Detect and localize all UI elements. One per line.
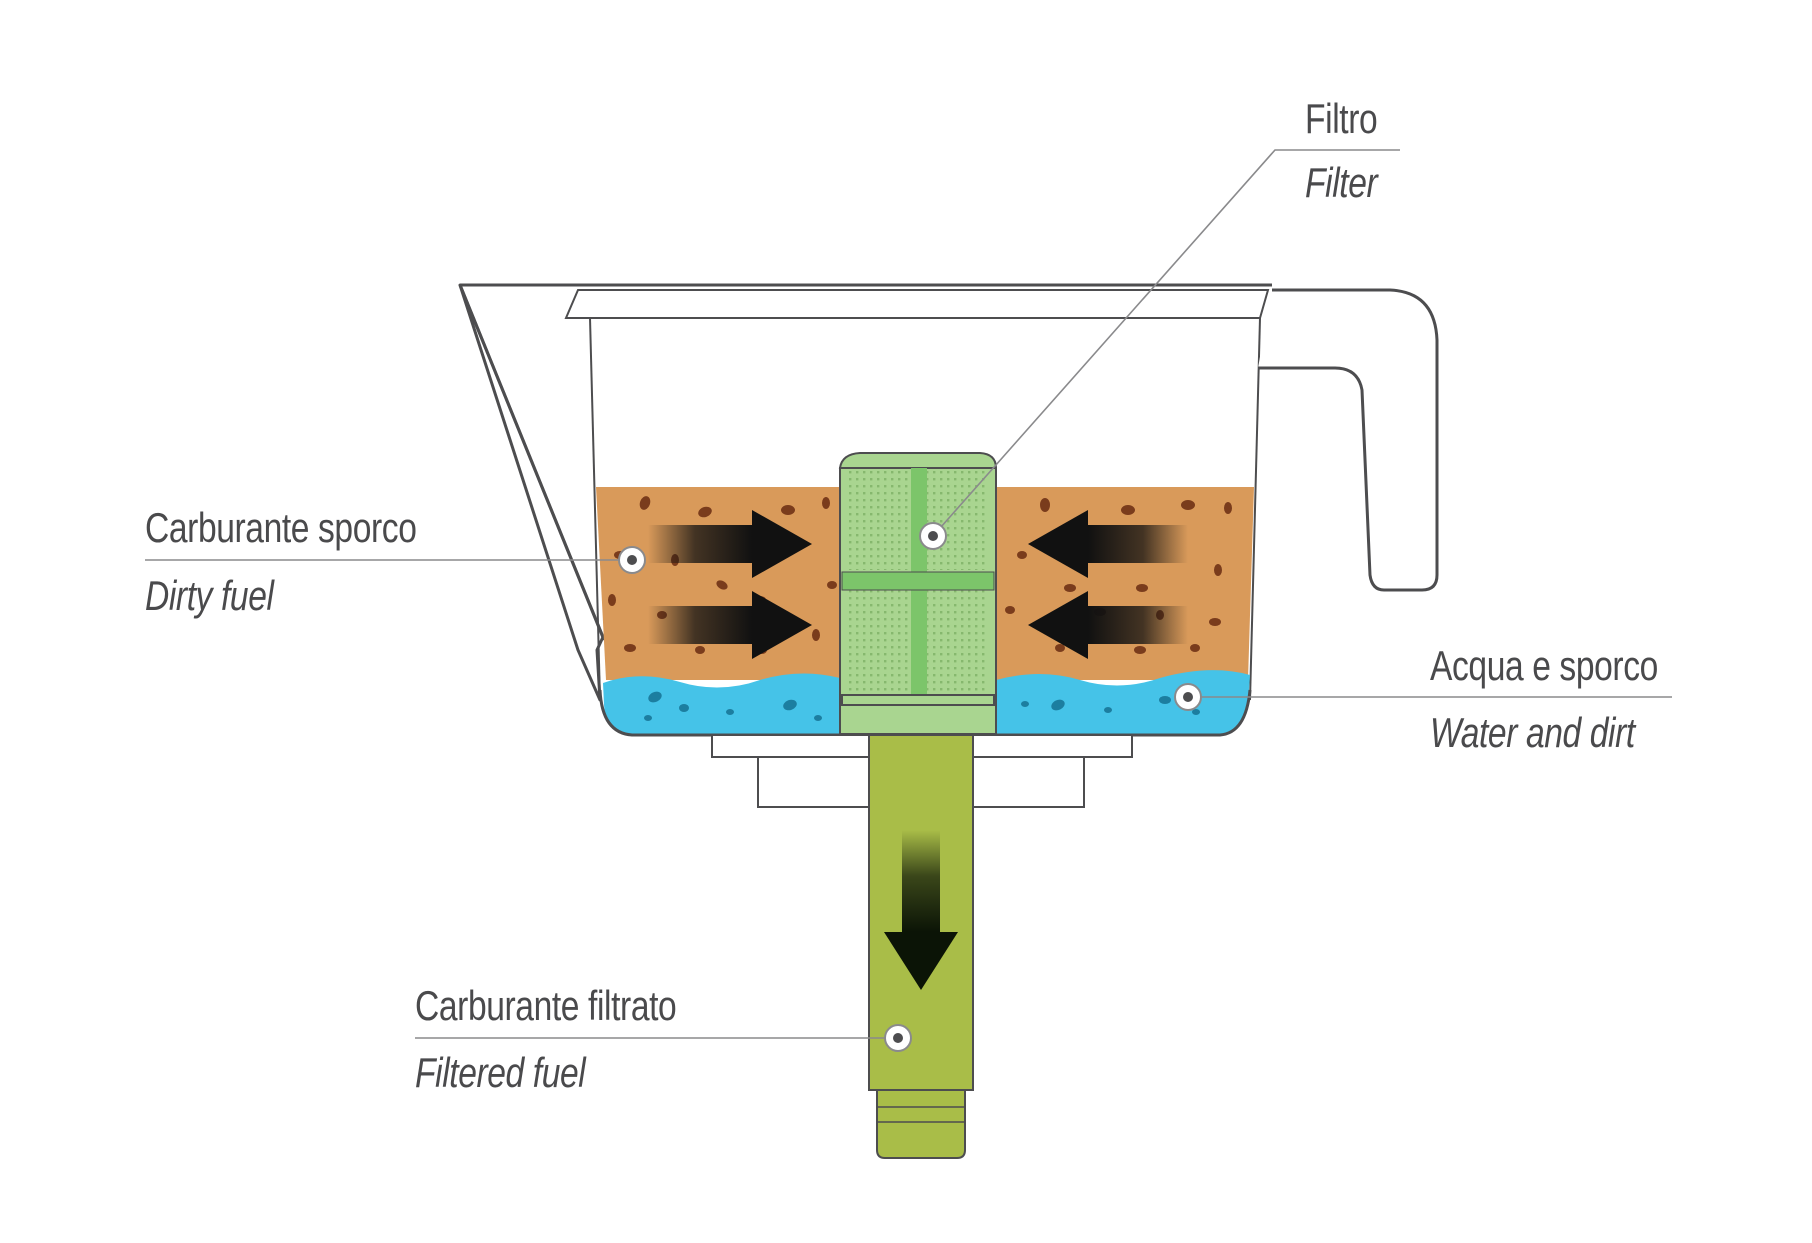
label-filter-english: Filter (1305, 159, 1378, 206)
basin-left-wall (589, 317, 601, 701)
leader-filter (932, 149, 1400, 537)
filter-cap (838, 452, 998, 469)
dot-icon (627, 555, 637, 565)
dirty-fuel-right (996, 487, 1254, 680)
funnel-outer-edge (458, 284, 606, 641)
flow-arrows (648, 510, 1188, 990)
funnel-spout-wall (458, 283, 605, 702)
dot-icon (893, 1033, 903, 1043)
label-filter-italian: Filtro (1305, 95, 1378, 142)
filter-element (838, 452, 998, 735)
funnel-handle (1258, 288, 1439, 592)
label-water-dirt-italian: Acqua e sporco (1430, 642, 1658, 689)
label-water-dirt-english: Water and dirt (1430, 709, 1635, 756)
arrow-icon (648, 510, 812, 578)
arrow-icon (1028, 510, 1188, 578)
leader-lines (145, 149, 1672, 1039)
filter-collar (841, 694, 995, 706)
arrow-icon (648, 591, 812, 659)
funnel-body (458, 283, 1439, 702)
callout-dots (618, 522, 1202, 1052)
funnel-inner-rim (564, 289, 1270, 319)
label-filtered-fuel-english: Filtered fuel (415, 1049, 586, 1096)
label-dirty-fuel-english: Dirty fuel (145, 572, 274, 619)
arrow-icon (1028, 591, 1188, 659)
label-filtered-fuel-italian: Carburante filtrato (415, 982, 677, 1029)
dot-icon (1183, 692, 1193, 702)
basin-right-wall (1249, 317, 1261, 701)
arrow-icon (884, 830, 958, 990)
filter-rib-horizontal (841, 571, 995, 591)
outlet-pipe-nozzle (876, 1089, 966, 1159)
water-left (603, 673, 840, 735)
dot-icon (928, 531, 938, 541)
water-particles (644, 691, 1200, 721)
label-dirty-fuel-italian: Carburante sporco (145, 504, 417, 551)
